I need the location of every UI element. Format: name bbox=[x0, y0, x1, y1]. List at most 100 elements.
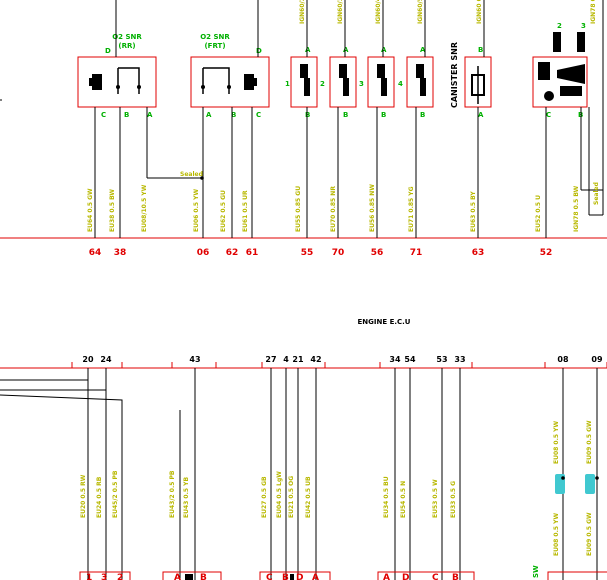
o2-rr-letter-d: D bbox=[105, 47, 111, 55]
bottom-wire-label-2: EU45/2 0.5 PB bbox=[112, 470, 119, 518]
bottom-wire-label-3: EU43/2 0.5 PB bbox=[169, 470, 176, 518]
top-wire-label-4: EU62 0.5 GU bbox=[220, 190, 227, 232]
top-wire-label-12: IGN78 0.5 BW bbox=[573, 185, 580, 232]
actuator-number-3: 3 bbox=[581, 22, 586, 30]
bc3-letter-c: C bbox=[266, 573, 273, 580]
top-pin-63: 63 bbox=[472, 248, 485, 258]
bottom-edge-label: SW bbox=[532, 565, 540, 578]
injector-connectors: 1 2 3 4 AB AB AB AB bbox=[285, 46, 434, 119]
bottom-wire-label-0: EU20 0.5 RW bbox=[80, 474, 87, 518]
bc2-letter-b: B bbox=[200, 573, 207, 580]
top-pin-06: 06 bbox=[197, 248, 210, 258]
bottom-wire-label-15: EU09 0.5 GW bbox=[586, 420, 593, 464]
bc3-letter-b: B bbox=[282, 573, 289, 580]
inj3-letter-b: B bbox=[381, 111, 386, 119]
bottom-wire-label-16: EU09 0.5 GW bbox=[586, 512, 593, 556]
o2-rr-letter-a: A bbox=[147, 111, 153, 119]
bottom-pin-20: 20 bbox=[82, 355, 94, 364]
bottom-pin-4: 4 bbox=[283, 355, 289, 364]
bottom-splice-connectors bbox=[555, 474, 595, 494]
top-right-splice-label: Sealed bbox=[593, 182, 600, 205]
top-pin-55: 55 bbox=[301, 248, 314, 258]
top-wire-label-3: EU06 0.5 YW bbox=[193, 189, 200, 232]
bc1-letter-2: 2 bbox=[117, 573, 123, 580]
top-wire-label-9: EU71 0.85 YG bbox=[408, 186, 415, 232]
bc4-letter-a: A bbox=[383, 573, 390, 580]
top-wire-label-10: EU63 0.5 BY bbox=[470, 191, 477, 232]
top-edge-label-2: IGN60/4 bbox=[375, 0, 382, 24]
bottom-wire-label-11: EU53 0.5 W bbox=[432, 479, 439, 518]
bc4-letter-c: C bbox=[432, 573, 439, 580]
injector-2-number: 2 bbox=[320, 80, 325, 88]
bottom-wire-labels: EU20 0.5 RW EU24 0.5 RB EU45/2 0.5 PB EU43/… bbox=[80, 420, 593, 556]
bottom-wire-label-13: EU08 0.5 YW bbox=[553, 421, 560, 464]
bottom-pin-ticks bbox=[71, 362, 607, 368]
actuator-letter-c: C bbox=[546, 111, 551, 119]
top-edge-labels: IGN60/2 IGN60/3 IGN60/4 IGN60/5 IGN60 0.5 IGN… bbox=[299, 0, 597, 24]
top-edge-label-5: IGN78 0.5 BW bbox=[590, 0, 597, 24]
inj4-letter-b: B bbox=[420, 111, 425, 119]
o2-frt-letter-d: D bbox=[256, 47, 262, 55]
bc4-letter-d: D bbox=[402, 573, 409, 580]
o2-frt-letter-b: B bbox=[231, 111, 236, 119]
bottom-pin-34: 34 bbox=[389, 355, 401, 364]
bottom-wires bbox=[0, 368, 598, 580]
o2-sensor-front: O2 SNR (FRT) D A B C bbox=[190, 33, 270, 119]
o2-frt-letter-c: C bbox=[256, 111, 261, 119]
top-wire-label-11: EU52 0.5 U bbox=[535, 195, 542, 232]
bc1-letter-1: 1 bbox=[86, 573, 92, 580]
o2-rr-letter-b: B bbox=[124, 111, 129, 119]
top-wire-label-8: EU56 0.85 NW bbox=[369, 184, 376, 232]
top-pin-38: 38 bbox=[114, 248, 127, 258]
o2-frt-title-1: O2 SNR bbox=[200, 33, 230, 41]
top-wire-label-2: EU08/10.5 YW bbox=[141, 184, 148, 232]
top-edge-label-4: IGN60 0.5 bbox=[476, 0, 483, 24]
top-pin-64: 64 bbox=[89, 248, 102, 258]
inj2-letter-a: A bbox=[343, 46, 349, 54]
bottom-wire-label-9: EU34 0.5 BU bbox=[383, 476, 390, 518]
bottom-pin-54: 54 bbox=[404, 355, 416, 364]
top-edge-label-3: IGN60/5 bbox=[417, 0, 424, 24]
bottom-pin-08: 08 bbox=[557, 355, 569, 364]
bc3-letter-a: A bbox=[312, 573, 319, 580]
top-wire-label-5: EU61 0.5 UR bbox=[242, 190, 249, 232]
bottom-pin-24: 24 bbox=[100, 355, 112, 364]
bottom-pin-33: 33 bbox=[454, 355, 465, 364]
top-pin-71: 71 bbox=[410, 248, 423, 258]
inj4-letter-a: A bbox=[420, 46, 426, 54]
bottom-pin-27: 27 bbox=[265, 355, 276, 364]
o2-frt-title-2: (FRT) bbox=[204, 42, 225, 50]
inj1-letter-a: A bbox=[305, 46, 311, 54]
inj2-letter-b: B bbox=[343, 111, 348, 119]
top-pin-70: 70 bbox=[332, 248, 345, 258]
inj1-letter-b: B bbox=[305, 111, 310, 119]
bc3-letter-d: D bbox=[296, 573, 303, 580]
bottom-wire-label-1: EU24 0.5 RB bbox=[96, 476, 103, 518]
injector-1-number: 1 bbox=[285, 80, 290, 88]
splice-label: Sealed bbox=[180, 171, 203, 178]
bottom-pin-09: 09 bbox=[591, 355, 603, 364]
bottom-pin-42: 42 bbox=[310, 355, 321, 364]
bottom-pin-43: 43 bbox=[189, 355, 200, 364]
bottom-wire-label-10: EU54 0.5 N bbox=[400, 481, 407, 518]
top-edge-label-1: IGN60/3 bbox=[337, 0, 344, 24]
bottom-wire-label-7: EU21 0.5 OG bbox=[288, 476, 295, 518]
canister-letter-b: B bbox=[478, 46, 483, 54]
o2-rr-title-2: (RR) bbox=[118, 42, 135, 50]
ecu-title: ENGINE E.C.U bbox=[358, 318, 411, 326]
top-edge-label-0: IGN60/2 bbox=[299, 0, 306, 24]
bottom-connector-row: 1 3 2 A B C B D A A D C B bbox=[79, 571, 607, 580]
inj3-letter-a: A bbox=[381, 46, 387, 54]
top-wire-label-0: EU64 0.5 GW bbox=[87, 188, 94, 232]
idle-actuator: 2 3 C B bbox=[532, 22, 588, 119]
canister-title: CANISTER SNR bbox=[450, 42, 459, 108]
o2-frt-letter-a: A bbox=[206, 111, 212, 119]
o2-rr-letter-c: C bbox=[101, 111, 106, 119]
canister-sensor: CANISTER SNR B A bbox=[450, 42, 492, 119]
bottom-wire-label-6: EU04 0.5 LgW bbox=[276, 471, 283, 518]
top-wire-label-7: EU70 0.85 NR bbox=[330, 186, 337, 232]
